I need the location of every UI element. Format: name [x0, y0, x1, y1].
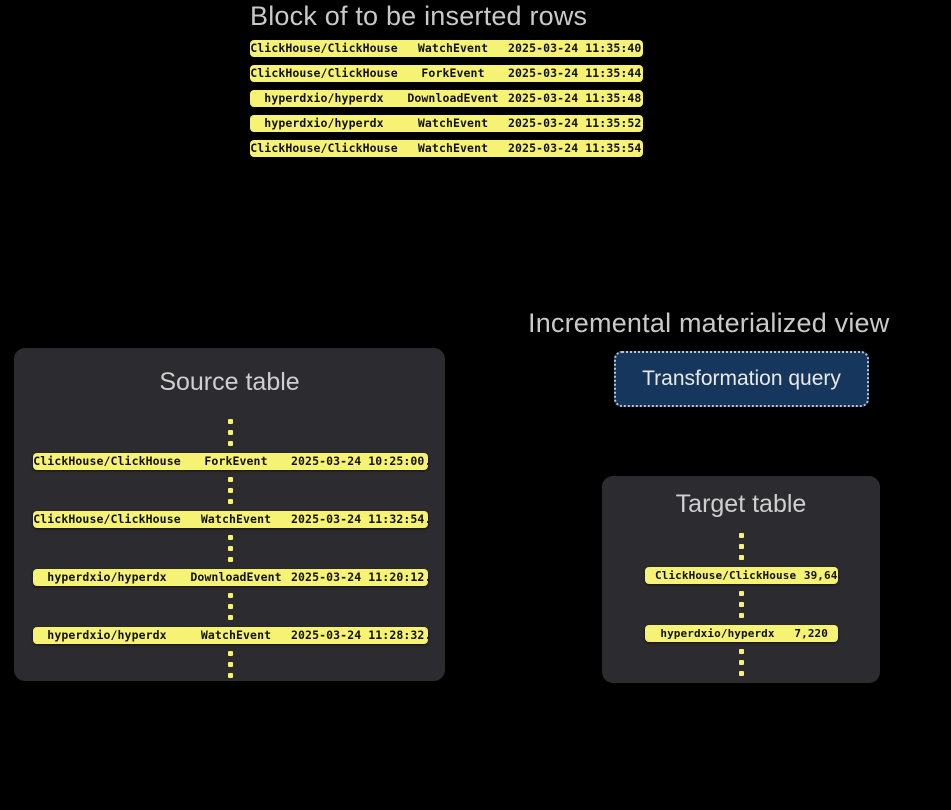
vertical-ellipsis-icon [228, 586, 233, 627]
table-row: ClickHouse/ClickHouse 39,640 [645, 567, 838, 584]
cell-repo: ClickHouse/ClickHouse [33, 512, 181, 526]
cell-repo: ClickHouse/ClickHouse [250, 66, 398, 80]
ellipsis-dot [228, 535, 233, 540]
cell-timestamp: 2025-03-24 11:35:48 [508, 91, 642, 105]
source-table-title: Source table [159, 368, 300, 396]
cell-repo: ClickHouse/ClickHouse [250, 141, 398, 155]
cell-event: WatchEvent [417, 41, 489, 55]
ellipsis-dot [228, 488, 233, 493]
cell-more: ... [641, 140, 643, 157]
ellipsis-dot [739, 649, 744, 654]
cell-repo: ClickHouse/ClickHouse [33, 454, 181, 468]
cell-event: DownloadEvent [190, 570, 282, 584]
ellipsis-dot [739, 533, 744, 538]
table-row: hyperdxio/hyperdx DownloadEvent 2025-03-24… [33, 569, 428, 586]
ellipsis-dot [739, 671, 744, 676]
target-table-title: Target table [675, 490, 807, 518]
cell-more: ... [424, 453, 428, 470]
ellipsis-dot [228, 557, 233, 562]
transformation-query-label: Transformation query [642, 367, 841, 390]
cell-repo: hyperdxio/hyperdx [47, 628, 167, 642]
target-table-card: Target table ClickHouse/ClickHouse 39,640… [602, 476, 880, 683]
cell-event: WatchEvent [417, 116, 489, 130]
cell-more: ... [641, 115, 643, 132]
ellipsis-dot [228, 604, 233, 609]
cell-more: ... [641, 90, 643, 107]
cell-repo: hyperdxio/hyperdx [660, 627, 775, 640]
cell-timestamp: 2025-03-24 11:35:40 [508, 41, 642, 55]
cell-repo: ClickHouse/ClickHouse [250, 41, 398, 55]
cell-repo: hyperdxio/hyperdx [264, 91, 384, 105]
cell-event: WatchEvent [200, 628, 272, 642]
vertical-ellipsis-icon [228, 412, 233, 453]
ellipsis-dot [739, 602, 744, 607]
ellipsis-dot [228, 593, 233, 598]
cell-more: ... [424, 569, 428, 586]
transformation-query-box[interactable]: Transformation query [614, 351, 869, 407]
ellipsis-dot [228, 430, 233, 435]
ellipsis-dot [739, 660, 744, 665]
ellipsis-dot [228, 477, 233, 482]
ellipsis-dot [228, 673, 233, 678]
cell-timestamp: 2025-03-24 11:20:12 [291, 570, 425, 584]
cell-timestamp: 2025-03-24 11:35:52 [508, 116, 642, 130]
cell-repo: ClickHouse/ClickHouse [655, 569, 797, 582]
table-row: ClickHouse/ClickHouse WatchEvent 2025-03-2… [33, 511, 428, 528]
ellipsis-dot [228, 419, 233, 424]
cell-repo: hyperdxio/hyperdx [47, 570, 167, 584]
ellipsis-dot [739, 544, 744, 549]
cell-event: WatchEvent [200, 512, 272, 526]
cell-timestamp: 2025-03-24 10:25:00 [291, 454, 425, 468]
cell-more: ... [424, 627, 428, 644]
table-row: ClickHouse/ClickHouse ForkEvent 2025-03-24… [250, 65, 643, 82]
table-row: ClickHouse/ClickHouse WatchEvent 2025-03-2… [250, 40, 643, 57]
ellipsis-dot [228, 441, 233, 446]
cell-event: DownloadEvent [407, 91, 499, 105]
cell-event: ForkEvent [421, 66, 485, 80]
ellipsis-dot [228, 662, 233, 667]
vertical-ellipsis-icon [739, 642, 744, 683]
source-table-card: Source table ClickHouse/ClickHouse ForkEv… [14, 348, 445, 681]
ellipsis-dot [228, 651, 233, 656]
vertical-ellipsis-icon [739, 526, 744, 567]
ellipsis-dot [228, 546, 233, 551]
cell-more: ... [641, 65, 643, 82]
block-title: Block of to be inserted rows [250, 1, 588, 31]
cell-timestamp: 2025-03-24 11:32:54 [291, 512, 425, 526]
table-row: hyperdxio/hyperdx WatchEvent 2025-03-24 11… [250, 115, 643, 132]
vertical-ellipsis-icon [228, 528, 233, 569]
cell-more: ... [424, 511, 428, 528]
vertical-ellipsis-icon [739, 584, 744, 625]
cell-timestamp: 2025-03-24 11:35:44 [508, 66, 642, 80]
cell-more: ... [641, 40, 643, 57]
ellipsis-dot [739, 555, 744, 560]
vertical-ellipsis-icon [228, 644, 233, 685]
table-row: hyperdxio/hyperdx WatchEvent 2025-03-24 11… [33, 627, 428, 644]
target-table-rows: ClickHouse/ClickHouse 39,640 hyperdxio/hyp… [645, 526, 838, 683]
cell-repo: hyperdxio/hyperdx [264, 116, 384, 130]
ellipsis-dot [228, 615, 233, 620]
cell-event: ForkEvent [204, 454, 268, 468]
table-row: ClickHouse/ClickHouse ForkEvent 2025-03-24… [33, 453, 428, 470]
ellipsis-dot [228, 499, 233, 504]
cell-count: 39,640 [803, 569, 838, 582]
cell-event: WatchEvent [417, 141, 489, 155]
table-row: hyperdxio/hyperdx DownloadEvent 2025-03-24… [250, 90, 643, 107]
ellipsis-dot [739, 591, 744, 596]
cell-timestamp: 2025-03-24 11:35:54 [508, 141, 642, 155]
vertical-ellipsis-icon [228, 470, 233, 511]
ellipsis-dot [739, 613, 744, 618]
source-table-rows: ClickHouse/ClickHouse ForkEvent 2025-03-24… [33, 412, 428, 685]
cell-timestamp: 2025-03-24 11:28:32 [291, 628, 425, 642]
materialized-view-title: Incremental materialized view [528, 308, 890, 338]
cell-count: 7,220 [794, 627, 828, 640]
table-row: ClickHouse/ClickHouse WatchEvent 2025-03-2… [250, 140, 643, 157]
table-row: hyperdxio/hyperdx 7,220 [645, 625, 838, 642]
